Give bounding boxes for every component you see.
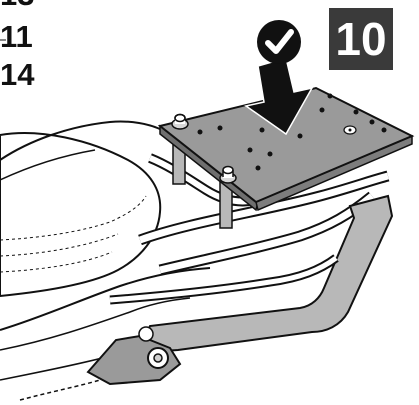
lower-body-outline: [0, 267, 211, 331]
lower-body-outline: [19, 379, 101, 401]
down-arrow-icon: [244, 57, 314, 136]
seat-stitch-line: [0, 233, 119, 257]
seat-outline: [0, 132, 162, 298]
reference-number: 13: [0, 0, 34, 10]
plate-bolt: [219, 165, 237, 184]
check-circle-icon: [257, 20, 301, 64]
plate-bolt: [171, 113, 189, 130]
body-panel-outline: [0, 149, 96, 181]
bracket-bolt: [147, 347, 169, 369]
rack-frame-tube: [148, 155, 257, 205]
plate-hole: [197, 93, 387, 171]
seat-stitch-line: [0, 251, 113, 273]
seat-stitch-line: [0, 195, 147, 241]
lower-tube: [109, 255, 338, 303]
lower-body-outline: [0, 297, 191, 351]
plate-screw: [343, 125, 357, 135]
step-number-badge: 10: [329, 8, 393, 70]
rack-frame-tube: [159, 193, 375, 274]
side-bracket: [144, 194, 394, 352]
body-panel-outline: [0, 120, 163, 161]
reference-number: 11: [0, 19, 33, 54]
rack-frame-tube: [138, 172, 389, 244]
reference-number: 14: [0, 57, 35, 92]
bracket-bolt: [138, 326, 154, 342]
